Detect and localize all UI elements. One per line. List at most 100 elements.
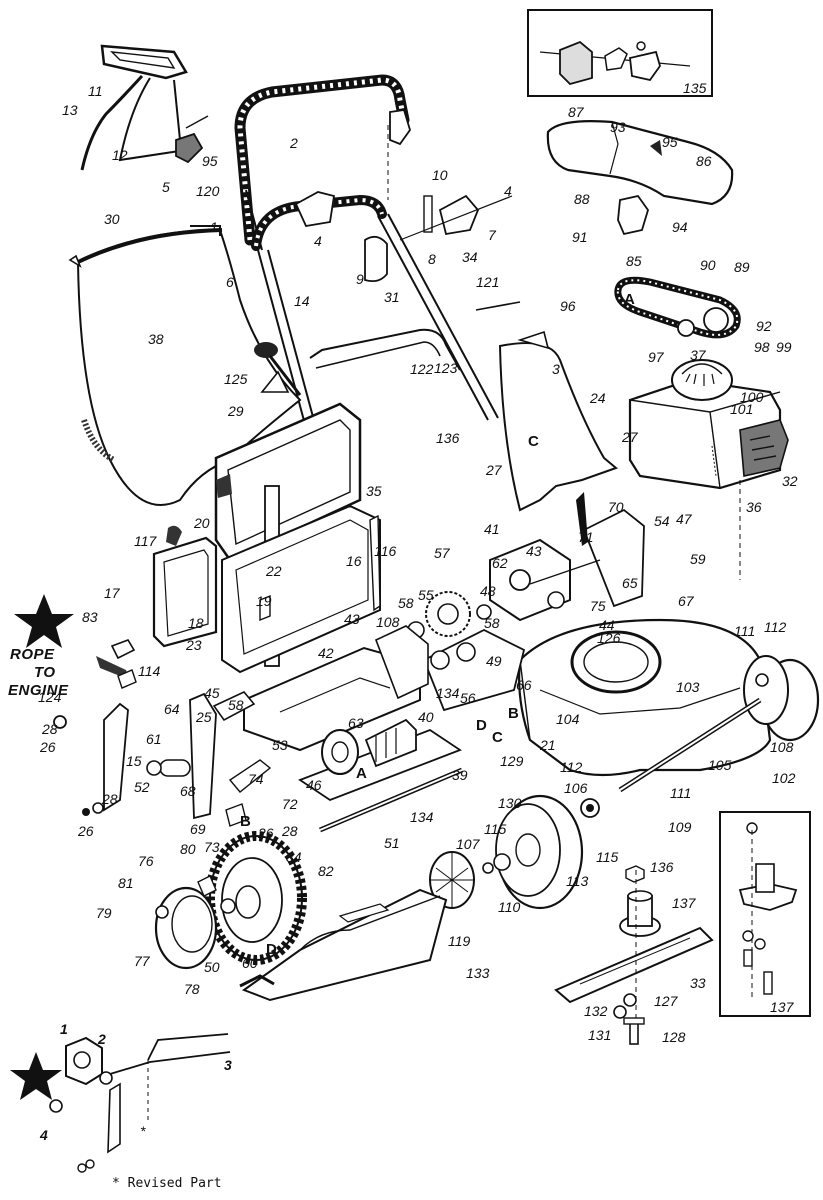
callout: 68 xyxy=(180,783,196,799)
callout: 37 xyxy=(690,347,707,363)
callout: 48 xyxy=(480,583,496,599)
rope-label-line2: TO xyxy=(34,664,56,681)
callout: 110 xyxy=(498,899,521,915)
callout: 47 xyxy=(676,511,693,527)
upper-handle xyxy=(234,74,411,251)
control-bail xyxy=(80,44,209,171)
left-rear-wheel xyxy=(154,831,307,970)
callout: 56 xyxy=(460,690,476,706)
callout: 102 xyxy=(772,770,796,786)
callout: 78 xyxy=(184,981,200,997)
callout: 117 xyxy=(134,533,158,549)
callout: 97 xyxy=(648,349,665,365)
callout: 99 xyxy=(776,339,792,355)
mower-deck xyxy=(518,508,772,777)
callout: 27 xyxy=(621,429,639,445)
callout: 87 xyxy=(568,104,585,120)
rope-label-line1: ROPE xyxy=(10,646,55,663)
callout: 61 xyxy=(146,731,162,747)
callout: 32 xyxy=(782,473,798,489)
callout: 119 xyxy=(448,933,471,949)
callout: 31 xyxy=(384,289,400,305)
callout: 57 xyxy=(434,545,451,561)
callout: 9 xyxy=(356,271,364,287)
callout: 39 xyxy=(452,767,468,783)
callout: 38 xyxy=(148,331,164,347)
reference-letter: C xyxy=(528,433,539,450)
callout: 74 xyxy=(248,771,264,787)
callout: 108 xyxy=(770,739,794,755)
callout: 23 xyxy=(185,637,202,653)
callout: 133 xyxy=(466,965,490,981)
callout: 17 xyxy=(104,585,121,601)
callout: 3 xyxy=(552,361,560,377)
callout: 54 xyxy=(654,513,670,529)
callout: 134 xyxy=(436,685,460,701)
callout: 2 xyxy=(289,135,298,151)
callout: 6 xyxy=(226,274,234,290)
inset-137 xyxy=(719,811,811,1017)
callout: 43 xyxy=(526,543,542,559)
callout: 82 xyxy=(318,863,334,879)
star-icon xyxy=(14,594,74,648)
callout: 49 xyxy=(486,653,502,669)
callout: 5 xyxy=(162,179,170,195)
callout: 58 xyxy=(398,595,414,611)
callout: 84 xyxy=(286,849,302,865)
callout: 1 xyxy=(210,219,218,235)
rear-plate xyxy=(243,625,429,752)
callout: 26 xyxy=(257,825,274,841)
callout: 69 xyxy=(190,821,206,837)
callout: 28 xyxy=(101,791,118,807)
callout: 120 xyxy=(196,183,220,199)
callout: 60 xyxy=(242,955,258,971)
callout: 8 xyxy=(428,251,436,267)
callout: 51 xyxy=(384,835,400,851)
reference-letter: A xyxy=(624,291,635,308)
callout: 3 xyxy=(224,1057,232,1073)
callout: 121 xyxy=(476,274,499,290)
callout: 127 xyxy=(654,993,679,1009)
callout: 58 xyxy=(484,615,500,631)
front-left-wheel xyxy=(429,794,600,910)
callout: 123 xyxy=(434,360,458,376)
callout: 25 xyxy=(195,709,212,725)
discharge-deflector xyxy=(239,888,448,1002)
callout: 95 xyxy=(202,153,218,169)
callout: 125 xyxy=(224,371,248,387)
callout: 107 xyxy=(456,836,481,852)
callout: 67 xyxy=(678,593,695,609)
callout: 134 xyxy=(410,809,434,825)
callout: 11 xyxy=(88,83,103,99)
callout: 131 xyxy=(588,1027,611,1043)
callout: 137 xyxy=(770,999,795,1015)
callout: 94 xyxy=(672,219,688,235)
callout: 33 xyxy=(690,975,706,991)
callout: 111 xyxy=(670,785,691,801)
left-height-bracket xyxy=(53,691,272,827)
callout: 55 xyxy=(418,587,434,603)
callout: 130 xyxy=(498,795,522,811)
callout: 4 xyxy=(314,233,322,249)
callout: 108 xyxy=(376,614,400,630)
callout: 14 xyxy=(294,293,310,309)
callout: 91 xyxy=(572,229,588,245)
transmission-assembly xyxy=(407,492,601,712)
callout: 50 xyxy=(204,959,220,975)
callout: 124 xyxy=(38,689,62,705)
callout: 66 xyxy=(516,677,532,693)
inset-135 xyxy=(527,9,713,97)
callout: 103 xyxy=(676,679,700,695)
callout: 126 xyxy=(597,630,621,646)
callout: 100 xyxy=(740,389,764,405)
rear-cover xyxy=(498,330,618,512)
callout: 95 xyxy=(662,134,678,150)
bag-frame xyxy=(152,402,381,674)
callout: 112 xyxy=(560,759,583,775)
reference-letter: B xyxy=(240,813,251,830)
reference-letter: D xyxy=(476,717,487,734)
callout: 65 xyxy=(622,575,638,591)
callout: 28 xyxy=(41,721,58,737)
callout: 18 xyxy=(188,615,204,631)
reference-letter: B xyxy=(508,705,519,722)
